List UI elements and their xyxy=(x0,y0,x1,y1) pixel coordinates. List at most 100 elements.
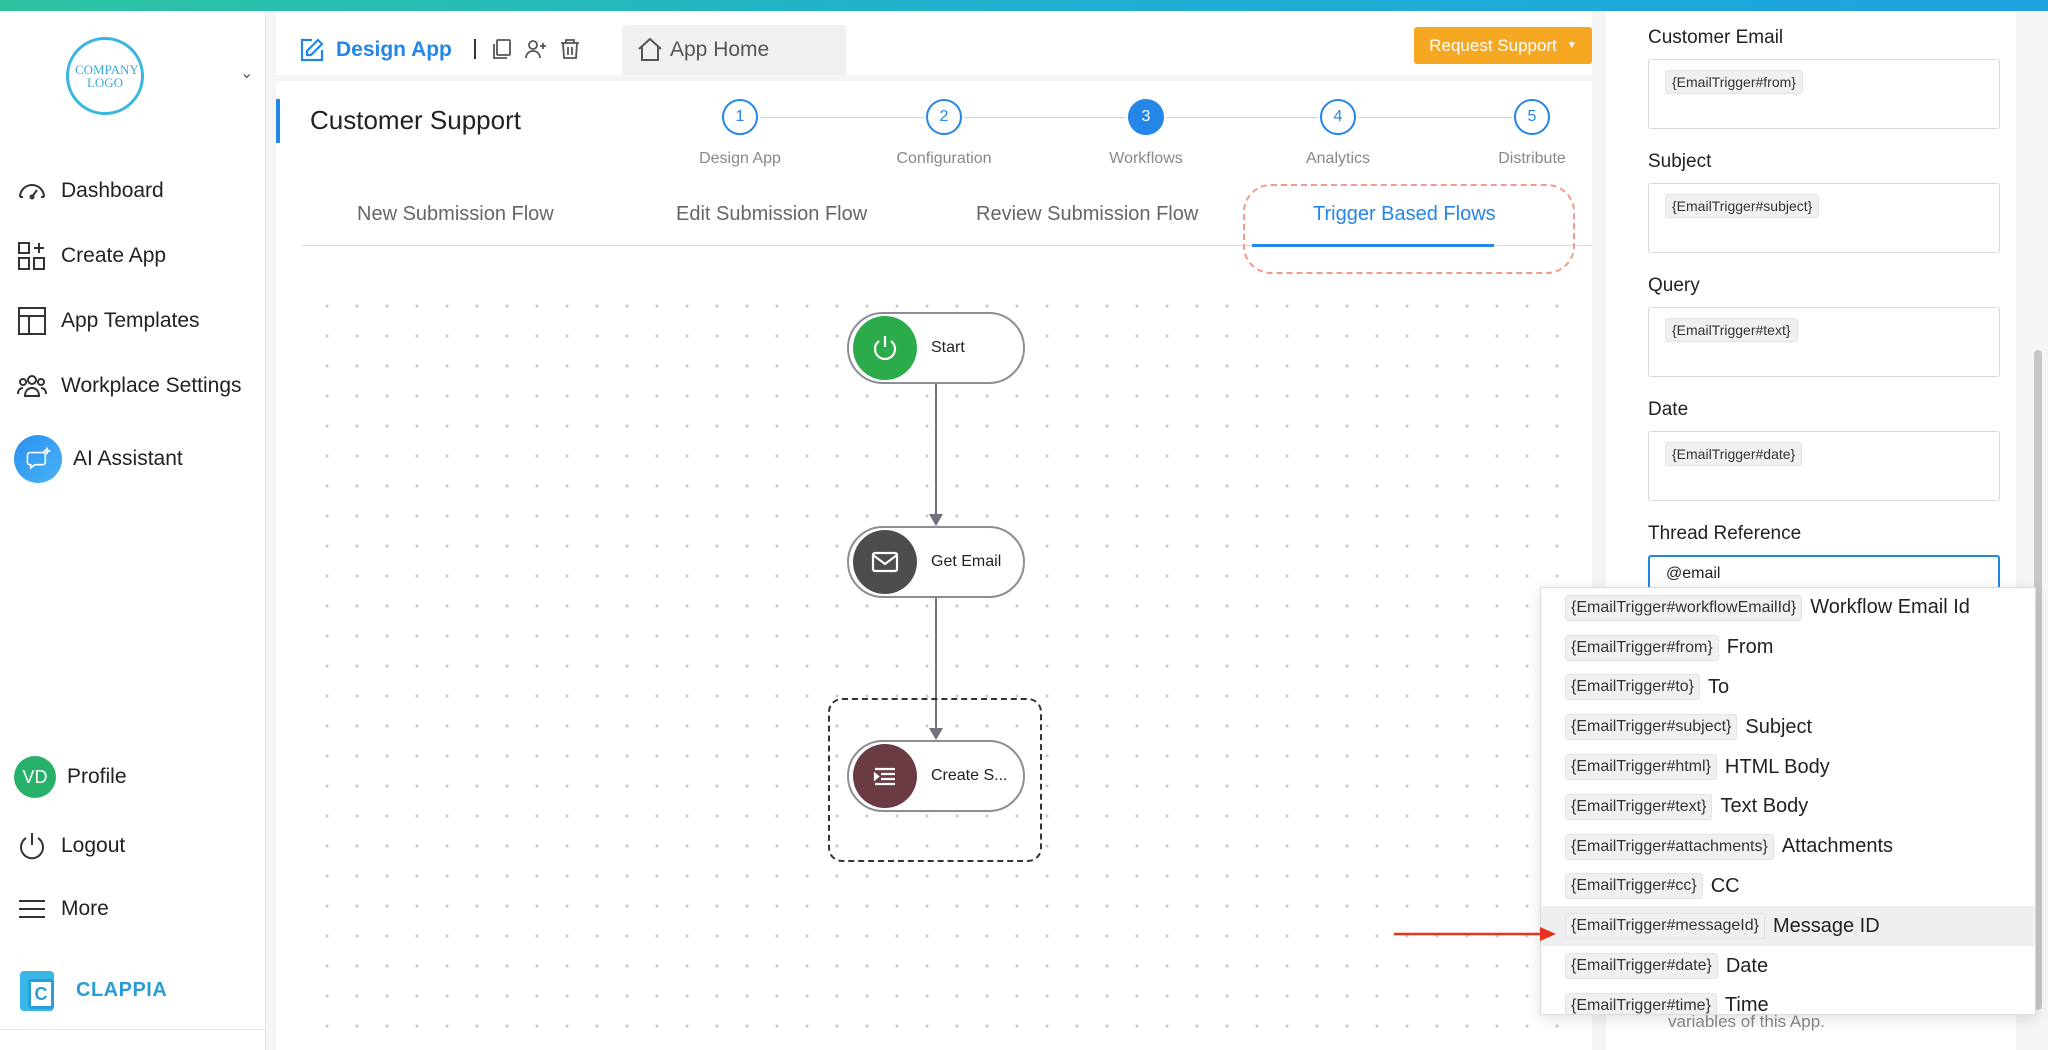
step-5[interactable]: 5 xyxy=(1514,99,1550,135)
mail-icon xyxy=(853,530,917,594)
copy-icon[interactable] xyxy=(490,37,514,61)
step-4[interactable]: 4 xyxy=(1320,99,1356,135)
dropdown-option[interactable]: {EmailTrigger#text}Text Body xyxy=(1541,787,2035,827)
dropdown-option[interactable]: {EmailTrigger#subject}Subject xyxy=(1541,707,2035,747)
tab-app-home[interactable]: App Home xyxy=(622,25,846,75)
nav-profile-label: Profile xyxy=(67,765,127,788)
dropdown-option[interactable]: {EmailTrigger#messageId}Message ID xyxy=(1541,906,2035,947)
dropdown-option[interactable]: {EmailTrigger#workflowEmailId}Workflow E… xyxy=(1541,588,2035,628)
step-3[interactable]: 3 xyxy=(1128,99,1164,135)
thread-reference-input[interactable]: @email xyxy=(1648,555,2000,591)
step-1[interactable]: 1 xyxy=(722,99,758,135)
title-accent xyxy=(276,99,280,143)
step-label: Design App xyxy=(699,150,781,167)
list-icon xyxy=(853,744,917,808)
variable-chip: {EmailTrigger#cc} xyxy=(1565,873,1703,900)
tab-design-app[interactable]: Design App xyxy=(280,25,606,75)
workflow-node-start[interactable]: Start xyxy=(847,312,1025,384)
step-label: Analytics xyxy=(1305,150,1371,167)
subject-field[interactable]: {EmailTrigger#subject} xyxy=(1648,183,2000,253)
option-label: Time xyxy=(1724,994,1769,1015)
nav-ai-assistant[interactable]: AI Assistant xyxy=(14,435,183,483)
caret-down-icon: ▼ xyxy=(1566,40,1577,51)
highlight-annotation xyxy=(1243,184,1575,274)
annotation-arrow-icon xyxy=(1394,927,1556,941)
flow-tab-2[interactable]: Edit Submission Flow xyxy=(676,203,868,225)
step-label: Distribute xyxy=(1498,150,1566,167)
nav-create-app[interactable]: Create App xyxy=(14,236,166,276)
power-icon xyxy=(14,828,50,864)
customer-email-field[interactable]: {EmailTrigger#from} xyxy=(1648,59,2000,129)
dropdown-option[interactable]: {EmailTrigger#cc}CC xyxy=(1541,867,2035,907)
connector-line xyxy=(935,383,937,521)
tab-app-home-label: App Home xyxy=(670,38,770,61)
variable-chip: {EmailTrigger#time} xyxy=(1565,992,1717,1014)
dashboard-gauge-icon xyxy=(14,173,50,209)
company-logo[interactable]: COMPANY LOGO xyxy=(66,37,144,115)
scrollbar[interactable] xyxy=(2034,350,2042,1010)
flow-tab-4[interactable]: Trigger Based Flows xyxy=(1313,203,1496,225)
dropdown-option[interactable]: {EmailTrigger#to}To xyxy=(1541,668,2035,708)
nav-more-label: More xyxy=(61,897,109,920)
create-app-icon xyxy=(14,238,50,274)
nav-workplace-settings-label: Workplace Settings xyxy=(61,374,242,397)
step-label: Configuration xyxy=(896,150,992,167)
variable-chip[interactable]: {EmailTrigger#from} xyxy=(1665,70,1803,94)
step-2[interactable]: 2 xyxy=(926,99,962,135)
arrow-head xyxy=(929,514,943,526)
clappia-brand[interactable]: C CLAPPIA xyxy=(20,967,167,1013)
step-label: Workflows xyxy=(1109,150,1183,167)
hamburger-menu-icon xyxy=(14,891,50,927)
team-users-icon xyxy=(14,368,50,404)
clappia-logo-icon: C xyxy=(20,967,60,1013)
variable-chip: {EmailTrigger#text} xyxy=(1565,793,1713,820)
dropdown-option[interactable]: {EmailTrigger#attachments}Attachments xyxy=(1541,827,2035,867)
flow-tab-3[interactable]: Review Submission Flow xyxy=(976,203,1199,225)
date-field[interactable]: {EmailTrigger#date} xyxy=(1648,431,2000,501)
option-label: Date xyxy=(1725,954,1769,977)
selected-node-outline xyxy=(828,698,1042,862)
dropdown-option[interactable]: {EmailTrigger#html}HTML Body xyxy=(1541,747,2035,787)
top-accent-bar xyxy=(0,0,2048,11)
nav-workplace-settings[interactable]: Workplace Settings xyxy=(14,366,242,406)
trash-icon[interactable] xyxy=(558,37,582,61)
add-user-icon[interactable] xyxy=(524,37,548,61)
option-label: Subject xyxy=(1745,715,1813,738)
nav-profile[interactable]: VD Profile xyxy=(14,756,127,798)
workflow-node-get-email[interactable]: Get Email xyxy=(847,526,1025,598)
flow-tab-1[interactable]: New Submission Flow xyxy=(357,203,554,225)
app-actions xyxy=(474,37,582,61)
page-title: Customer Support xyxy=(310,105,521,135)
edit-icon xyxy=(300,38,324,62)
dropdown-option[interactable]: {EmailTrigger#date}Date xyxy=(1541,946,2035,986)
dropdown-option[interactable]: {EmailTrigger#time} Time xyxy=(1541,986,2035,1015)
chevron-down-icon[interactable]: ⌄ xyxy=(240,65,254,82)
avatar: VD xyxy=(14,756,56,798)
node-label: Start xyxy=(931,339,965,356)
variable-chip[interactable]: {EmailTrigger#subject} xyxy=(1665,194,1820,218)
helper-text: variables of this App. xyxy=(1668,1012,1825,1031)
variable-chip[interactable]: {EmailTrigger#text} xyxy=(1665,318,1798,342)
nav-app-templates[interactable]: App Templates xyxy=(14,301,200,341)
ai-assistant-icon xyxy=(14,435,62,483)
variable-chip[interactable]: {EmailTrigger#date} xyxy=(1665,442,1803,466)
query-field[interactable]: {EmailTrigger#text} xyxy=(1648,307,2000,377)
dropdown-option[interactable]: {EmailTrigger#from}From xyxy=(1541,628,2035,668)
node-label: Create S... xyxy=(931,767,1008,784)
field-label: Date xyxy=(1648,399,1689,420)
active-tab-indicator xyxy=(1252,244,1494,247)
nav-dashboard[interactable]: Dashboard xyxy=(14,171,164,211)
company-logo-text: COMPANY LOGO xyxy=(75,62,139,90)
nav-more[interactable]: More xyxy=(14,889,109,929)
header-divider xyxy=(276,75,1592,81)
variable-chip: {EmailTrigger#from} xyxy=(1565,634,1719,661)
field-label: Customer Email xyxy=(1648,27,1784,48)
sidebar: COMPANY LOGO ⌄ Dashboard Create App App … xyxy=(0,11,266,1050)
option-label: To xyxy=(1708,675,1730,698)
nav-logout[interactable]: Logout xyxy=(14,826,125,866)
request-support-button[interactable]: Request Support ▼ xyxy=(1414,27,1592,64)
workflow-canvas[interactable] xyxy=(302,279,1562,1050)
option-label: Attachments xyxy=(1781,835,1894,858)
workflow-node-create-submission[interactable]: Create S... xyxy=(847,740,1025,812)
tabs-divider xyxy=(302,245,1596,246)
